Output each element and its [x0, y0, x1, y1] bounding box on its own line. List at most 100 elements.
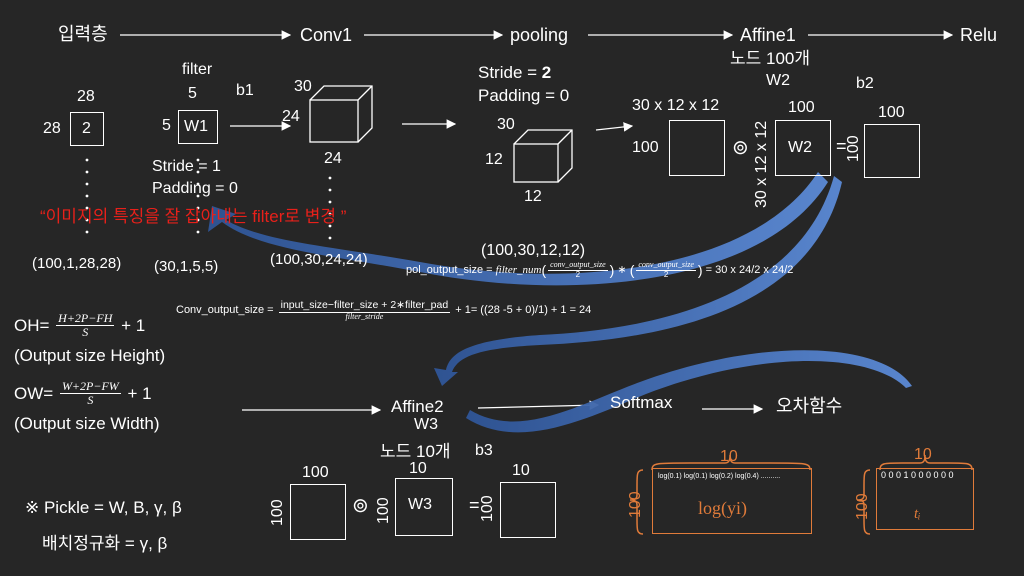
target-label: tᵢ: [914, 506, 921, 522]
affine2-b3-label: b3: [475, 442, 493, 459]
filter-matrix: [178, 110, 218, 144]
pool-stride-label: Stride = 2: [478, 64, 551, 81]
ow-plus: + 1: [127, 384, 152, 404]
affine2-out-matrix: [500, 482, 556, 538]
affine1-input-matrix: [669, 120, 725, 176]
oh-formula: OH= H+2P−FH S + 1: [14, 311, 146, 340]
filter-caption: filter: [182, 61, 213, 78]
filter-width-label: 5: [162, 117, 171, 134]
oh-plus: + 1: [121, 316, 146, 336]
affine2-equals: =: [469, 495, 480, 515]
pol-rhs: = 30 x 24/2 x 24/2: [705, 263, 794, 276]
affine2-input-matrix: [290, 484, 346, 540]
flow-affine1-label: Affine1: [740, 25, 796, 45]
affine1-w2-matrix: [775, 120, 831, 176]
filter-shape-label: (30,1,5,5): [154, 258, 219, 275]
softmax-out-top-label: 10: [720, 448, 738, 465]
target-top-label: 10: [914, 446, 932, 463]
affine1-out-matrix: [864, 124, 920, 178]
arrow-pool-affine: [595, 122, 634, 132]
input-width-label: 28: [43, 120, 61, 137]
filter-height-label: 5: [188, 85, 197, 102]
conv-padding-label: Padding = 0: [152, 180, 238, 197]
dotted-line-filter: [196, 158, 200, 234]
affine2-nodes-label: 노드 10개: [380, 442, 451, 461]
target-matrix: [876, 468, 974, 530]
flow-input-label: 입력층: [58, 24, 108, 44]
pickle-note: ※ Pickle = W, B, γ, β: [25, 498, 182, 517]
affine2-input-left-label: 100: [269, 499, 286, 526]
pol-frac1-num: conv_output_size: [548, 260, 608, 271]
pool-padding-label: Padding = 0: [478, 86, 570, 105]
pool-stride-text: Stride =: [478, 63, 538, 82]
affine1-out-top-label: 100: [878, 104, 905, 121]
flow-conv1-label: Conv1: [300, 25, 353, 45]
affine2-out-left-label: 100: [479, 495, 496, 522]
affine1-out-left-label: 100: [845, 135, 862, 162]
affine2-w3-matrix: [395, 478, 453, 536]
ow-num: W+2P−FW: [59, 379, 121, 395]
conv-rhs: + 1= ((28 -5 + 0)/1) + 1 = 24: [455, 304, 592, 317]
pol-term: filter_num: [495, 263, 542, 276]
flow-loss-label: 오차함수: [776, 396, 843, 416]
target-braces: [856, 454, 973, 535]
pol-lhs: pol_output_size =: [406, 263, 493, 276]
affine1-w2-value: W2: [788, 139, 812, 156]
oh-den: S: [82, 325, 89, 340]
pool-stride-value: 2: [541, 63, 552, 82]
input-height-label: 28: [77, 88, 95, 105]
pol-frac2-den: 2: [663, 269, 669, 279]
conv-cube: [309, 85, 373, 143]
pool-width-label: 12: [524, 188, 542, 205]
pol-frac1-den: 2: [575, 269, 581, 279]
conv-height-label: 24: [282, 108, 300, 125]
conv-stride-label: Stride = 1: [152, 158, 221, 175]
input-matrix: [70, 112, 104, 146]
curved-arrow-loss-loop: [466, 350, 912, 433]
target-values: 0 0 0 1 0 0 0 0 0 0: [881, 470, 954, 480]
pool-depth-label: 30: [497, 116, 515, 133]
flow-pooling-label: pooling: [510, 25, 569, 45]
affine2-w3-top-label: 10: [409, 460, 427, 477]
oh-lhs: OH=: [14, 316, 50, 336]
ow-caption: (Output size Width): [14, 414, 160, 433]
affine1-equals: =: [836, 136, 847, 156]
pool-shape-label: (100,30,12,12): [481, 242, 586, 259]
conv-den: filter_stride: [345, 311, 384, 321]
filter-bias-label: b1: [236, 82, 254, 99]
target-left-label: 100: [854, 493, 871, 520]
flow-softmax-label: Softmax: [610, 393, 673, 412]
filter-annotation: “이미지의 특징을 잘 잡아내는 filter로 변경 ”: [40, 207, 347, 226]
softmax-out-label: log(yi): [698, 498, 747, 518]
curved-arrow-backprop-upper: [208, 172, 828, 286]
input-shape-label: (100,1,28,28): [32, 255, 122, 272]
affine2-dot-symbol: ⊚: [352, 495, 369, 517]
affine2-out-top-label: 10: [512, 462, 530, 479]
pool-height-label: 12: [485, 151, 503, 168]
ow-formula: OW= W+2P−FW S + 1: [14, 379, 152, 408]
dotted-line-input: [85, 158, 89, 234]
arrow-affine2-softmax: [477, 400, 600, 411]
softmax-out-left-label: 100: [627, 491, 644, 518]
ow-lhs: OW=: [14, 384, 54, 404]
affine1-input-top-label: 30 x 12 x 12: [632, 97, 720, 114]
conv-num: input_size−filter_size + 2∗filter_pad: [278, 299, 451, 313]
flow-relu-label: Relu: [960, 25, 998, 45]
conv-output-formula: Conv_output_size = input_size−filter_siz…: [176, 299, 592, 321]
pol-frac2-num: conv_output_size: [636, 260, 696, 271]
pool-cube: [513, 129, 573, 183]
oh-caption: (Output size Height): [14, 346, 166, 365]
oh-num: H+2P−FH: [56, 311, 115, 327]
softmax-out-values: log(0.1) log(0.1) log(0.2) log(0.4) ....…: [658, 473, 781, 480]
batchnorm-note: 배치정규화 = γ, β: [42, 534, 168, 553]
flow-affine2-label: Affine2: [391, 397, 444, 416]
affine2-w3-left-label: 100: [375, 497, 392, 524]
input-matrix-value: 2: [82, 120, 91, 137]
filter-matrix-value: W1: [184, 118, 208, 135]
pool-output-formula: pol_output_size = filter_num ( conv_outp…: [406, 260, 794, 279]
affine2-w3-label: W3: [414, 416, 438, 433]
ow-den: S: [87, 393, 94, 408]
affine1-w2-label: W2: [766, 72, 790, 89]
dotted-line-conv: [328, 176, 332, 240]
